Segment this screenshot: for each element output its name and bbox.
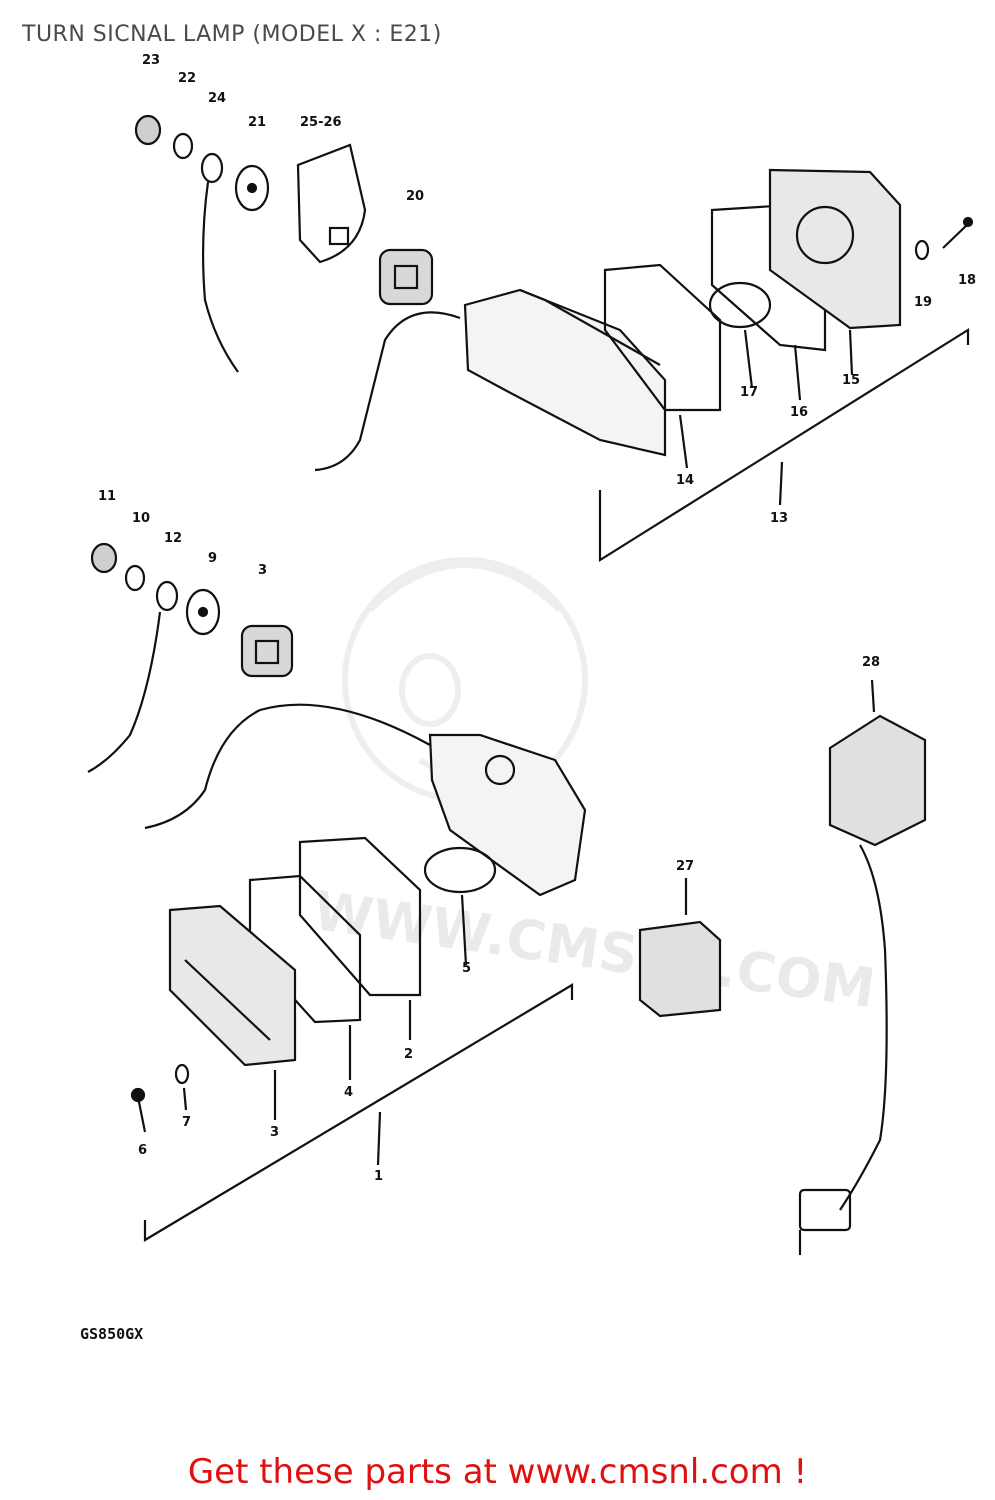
label-16: 16 <box>790 405 808 420</box>
washer-7 <box>174 1063 190 1085</box>
unit-28 <box>828 714 927 847</box>
part-labels: 23 22 24 21 25-26 20 18 19 17 16 15 14 1… <box>98 53 976 1184</box>
label-5: 5 <box>462 961 471 976</box>
nut-11 <box>90 542 118 574</box>
label-3-upper: 3 <box>258 563 267 578</box>
relay-27 <box>638 920 722 1018</box>
label-12: 12 <box>164 531 182 546</box>
grommet-3 <box>240 624 294 678</box>
label-9: 9 <box>208 551 217 566</box>
washer-19 <box>914 239 930 261</box>
label-24: 24 <box>208 91 226 106</box>
group-bracket-1 <box>143 983 574 1242</box>
unit-28-cable <box>839 844 888 1211</box>
label-4: 4 <box>344 1085 353 1100</box>
lower-assembly <box>87 542 927 1255</box>
upper-assembly <box>134 114 974 562</box>
terminal-12 <box>155 580 179 612</box>
connector <box>798 1188 852 1232</box>
model-code: GS850GX <box>80 1325 144 1343</box>
gasket-2 <box>298 836 422 997</box>
washer-10 <box>124 564 146 592</box>
exploded-parts-diagram: WWW.CMSNL.COM <box>87 53 976 1255</box>
label-20: 20 <box>406 189 424 204</box>
ground-wire-upper <box>201 181 239 373</box>
label-1: 1 <box>374 1169 383 1184</box>
lamp-wire-lower <box>144 703 431 830</box>
washer-22 <box>172 132 194 160</box>
screw-6 <box>136 1096 147 1133</box>
lamp-wire-upper <box>314 311 461 472</box>
grommet-20 <box>378 248 434 306</box>
label-28: 28 <box>862 655 880 670</box>
lens-3 <box>168 904 297 1067</box>
label-22: 22 <box>178 71 196 86</box>
label-18: 18 <box>958 273 976 288</box>
label-17: 17 <box>740 385 758 400</box>
bulb-17 <box>708 281 772 329</box>
label-15: 15 <box>842 373 860 388</box>
bulb-5 <box>423 846 497 894</box>
housing-lower <box>428 733 587 897</box>
promo-link[interactable]: Get these parts at www.cmsnl.com ! <box>187 1452 808 1492</box>
label-6: 6 <box>138 1143 147 1158</box>
gasket-14 <box>603 263 722 412</box>
nut-23 <box>134 114 162 146</box>
label-7: 7 <box>182 1115 191 1130</box>
label-25-26: 25-26 <box>300 115 342 130</box>
housing-upper <box>463 288 667 457</box>
screw-18 <box>942 223 969 249</box>
label-27: 27 <box>676 859 694 874</box>
label-10: 10 <box>132 511 150 526</box>
label-19: 19 <box>914 295 932 310</box>
label-3-lower: 3 <box>270 1125 279 1140</box>
bracket-25-26 <box>296 143 367 264</box>
group-bracket-13 <box>598 328 970 562</box>
washer-9 <box>185 588 221 636</box>
page-title: TURN SICNAL LAMP (MODEL X : E21) <box>22 22 442 47</box>
label-23: 23 <box>142 53 160 68</box>
label-2: 2 <box>404 1047 413 1062</box>
label-11: 11 <box>98 489 116 504</box>
label-13: 13 <box>770 511 788 526</box>
watermark-text: WWW.CMSNL.COM <box>309 879 879 1020</box>
terminal-24 <box>200 152 224 184</box>
lens-15 <box>768 168 902 330</box>
ground-wire-lower <box>87 611 162 773</box>
washer-21 <box>234 164 270 212</box>
label-14: 14 <box>676 473 694 488</box>
label-21: 21 <box>248 115 266 130</box>
